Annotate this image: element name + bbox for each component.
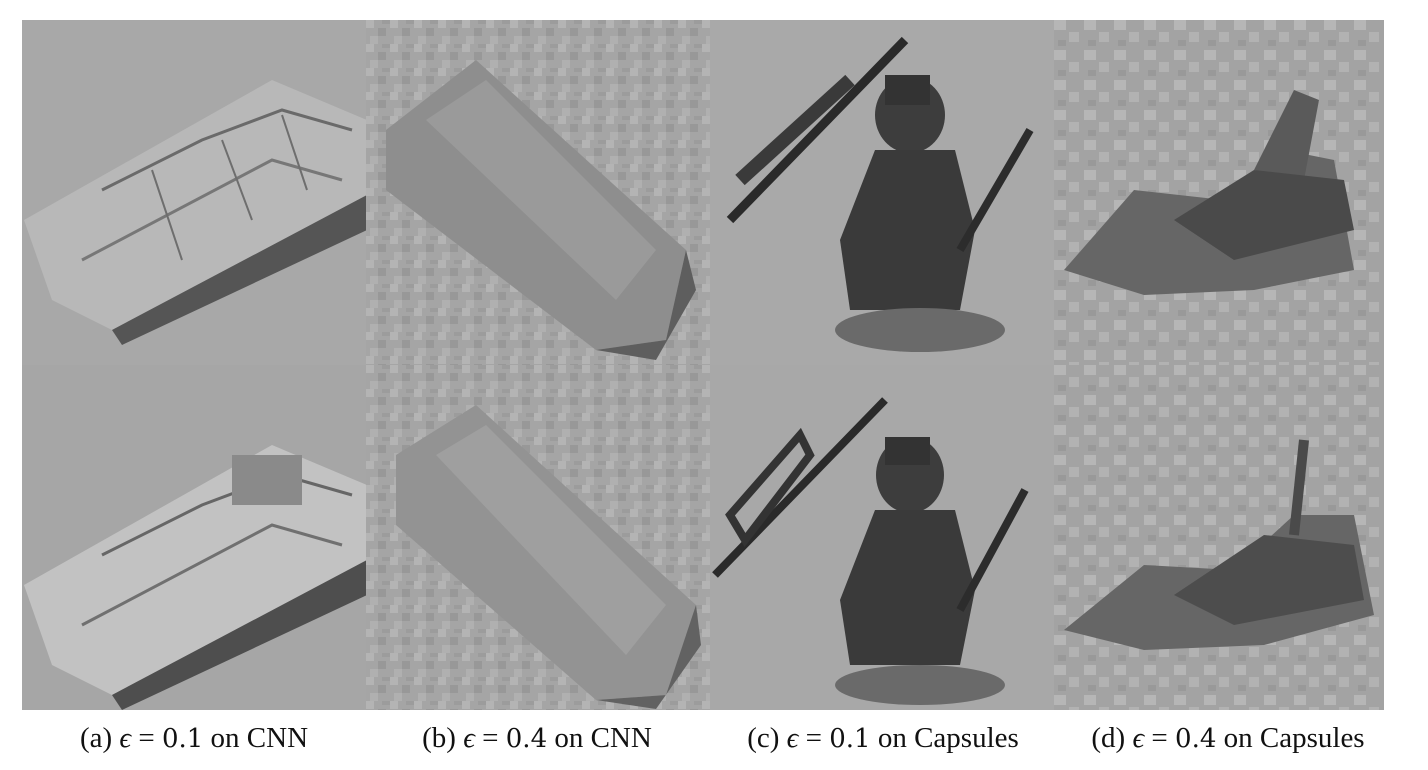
caption-d-label: (d) <box>1091 722 1126 754</box>
caption-a-label: (a) <box>79 722 113 754</box>
caption-b-equals: = <box>482 722 499 754</box>
panel-d <box>1054 20 1384 710</box>
caption-c-equals: = <box>805 722 822 754</box>
caption-d: (d) ϵ = 0.4 on Capsules <box>1091 722 1364 755</box>
panel-a <box>22 20 366 710</box>
caption-a-suffix: on CNN <box>210 722 309 754</box>
caption-b-epsilon: ϵ <box>463 722 475 754</box>
panel-d-top-image <box>1054 20 1384 365</box>
caption-c-epsilon: ϵ <box>786 722 799 754</box>
caption-a-value: 0.1 <box>161 724 204 754</box>
panel-d-bottom-image <box>1054 365 1384 710</box>
panel-a-top-image <box>22 20 366 365</box>
caption-a-equals: = <box>138 722 155 754</box>
caption-d-suffix: on Capsules <box>1223 722 1365 754</box>
caption-b: (b) ϵ = 0.4 on CNN <box>422 722 652 755</box>
caption-c-label: (c) <box>747 722 780 754</box>
panel-b-bottom-image <box>366 365 710 710</box>
caption-c: (c) ϵ = 0.1 on Capsules <box>747 722 1019 755</box>
caption-c-suffix: on Capsules <box>877 722 1019 754</box>
caption-b-label: (b) <box>422 722 456 754</box>
caption-a: (a) ϵ = 0.1 on CNN <box>80 722 308 755</box>
caption-a-epsilon: ϵ <box>119 722 132 754</box>
caption-d-value: 0.4 <box>1175 724 1217 754</box>
caption-b-suffix: on CNN <box>554 722 652 754</box>
caption-b-value: 0.4 <box>505 724 548 754</box>
panel-c <box>710 20 1054 710</box>
adversarial-examples-figure <box>22 20 1384 710</box>
caption-d-epsilon: ϵ <box>1132 722 1145 754</box>
panel-b <box>366 20 710 710</box>
caption-d-equals: = <box>1151 722 1168 754</box>
caption-c-value: 0.1 <box>829 724 871 754</box>
panel-c-top-image <box>710 20 1054 365</box>
panel-c-bottom-image <box>710 365 1054 710</box>
panel-a-bottom-image <box>22 365 366 710</box>
panel-b-top-image <box>366 20 710 365</box>
